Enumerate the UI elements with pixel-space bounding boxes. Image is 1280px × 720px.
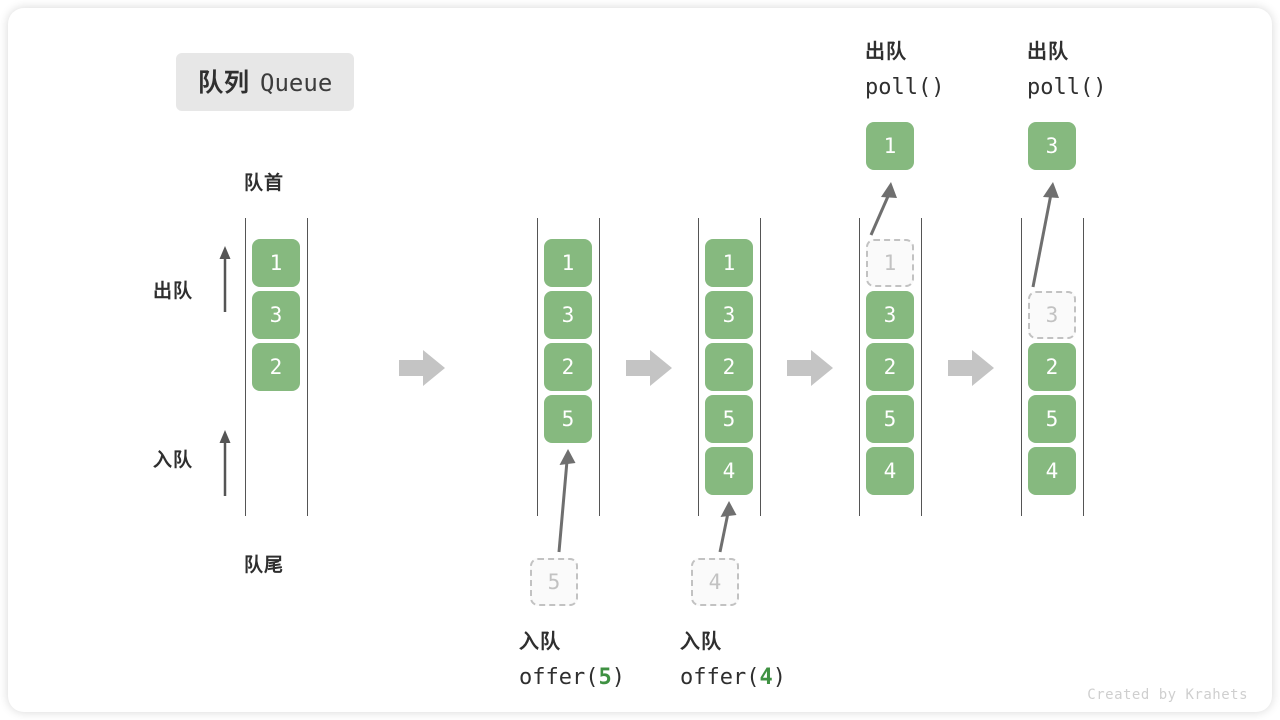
step-transition-arrow-icon xyxy=(948,350,994,386)
operation-argument: 5 xyxy=(598,665,612,690)
enqueue-motion-arrow-icon xyxy=(718,501,737,553)
step-transition-arrow-icon xyxy=(399,350,445,386)
queue-cell: 5 xyxy=(866,395,914,443)
queue-cell: 1 xyxy=(252,239,300,287)
queue-rail-right xyxy=(1083,218,1084,516)
queue-cell: 2 xyxy=(544,343,592,391)
operation-caption: 入队 offer(5) xyxy=(519,624,625,696)
queue-cell: 5 xyxy=(705,395,753,443)
queue-rail-right xyxy=(599,218,600,516)
queue-cell: 3 xyxy=(252,291,300,339)
title-en: Queue xyxy=(260,69,333,97)
dequeue-direction-arrow-icon xyxy=(219,246,231,312)
popped-value-box: 3 xyxy=(1028,122,1076,170)
queue-cell-removed: 3 xyxy=(1028,291,1076,339)
operation-caption-fn: offer(4) xyxy=(680,665,786,690)
queue-cell-removed: 1 xyxy=(866,239,914,287)
queue-cell: 3 xyxy=(544,291,592,339)
queue-cell: 2 xyxy=(1028,343,1076,391)
step-transition-arrow-icon xyxy=(786,350,833,386)
queue-rail-right xyxy=(921,218,922,516)
enqueue-direction-label: 入队 xyxy=(153,450,194,471)
title-badge: 队列 Queue xyxy=(176,53,355,111)
pending-enqueue-box: 5 xyxy=(530,558,578,606)
popped-value-box: 1 xyxy=(866,122,914,170)
queue-cell: 5 xyxy=(1028,395,1076,443)
queue-rail-left xyxy=(245,218,246,516)
queue-cell: 2 xyxy=(705,343,753,391)
dequeue-direction-label: 出队 xyxy=(153,281,194,302)
step-transition-arrow-icon xyxy=(625,350,672,386)
pending-enqueue-box: 4 xyxy=(691,558,739,606)
queue-cell: 3 xyxy=(866,291,914,339)
operation-caption: 入队 offer(4) xyxy=(680,624,786,696)
dequeue-motion-arrow-icon xyxy=(1031,182,1059,288)
operation-caption-cn: 入队 xyxy=(519,631,561,653)
operation-caption: 出队 poll() xyxy=(865,34,944,106)
queue-cell: 1 xyxy=(544,239,592,287)
queue-rail-right xyxy=(760,218,761,516)
operation-caption: 出队 poll() xyxy=(1027,34,1106,106)
queue-cell: 1 xyxy=(705,239,753,287)
operation-caption-cn: 出队 xyxy=(865,41,907,63)
queue-cell: 5 xyxy=(544,395,592,443)
queue-rail-left xyxy=(1021,218,1022,516)
operation-caption-fn: poll() xyxy=(1027,75,1107,100)
title-cn: 队列 xyxy=(198,69,251,97)
queue-cell: 4 xyxy=(705,447,753,495)
dequeue-motion-arrow-icon xyxy=(869,182,897,236)
operation-argument: 4 xyxy=(759,665,773,690)
queue-rail-left xyxy=(859,218,860,516)
operation-caption-cn: 出队 xyxy=(1027,41,1069,63)
operation-caption-cn: 入队 xyxy=(680,631,722,653)
enqueue-motion-arrow-icon xyxy=(557,449,576,553)
queue-rail-left xyxy=(698,218,699,516)
queue-cell: 2 xyxy=(866,343,914,391)
operation-caption-fn: poll() xyxy=(865,75,945,100)
queue-rail-right xyxy=(307,218,308,516)
queue-rail-left xyxy=(537,218,538,516)
queue-cell: 3 xyxy=(705,291,753,339)
enqueue-direction-arrow-icon xyxy=(219,430,231,496)
operation-caption-fn: offer(5) xyxy=(519,665,625,690)
queue-cell: 4 xyxy=(866,447,914,495)
tail-label: 队尾 xyxy=(244,555,285,576)
queue-cell: 2 xyxy=(252,343,300,391)
queue-cell: 4 xyxy=(1028,447,1076,495)
head-label: 队首 xyxy=(244,173,285,194)
credit-text: Created by Krahets xyxy=(1087,687,1248,703)
